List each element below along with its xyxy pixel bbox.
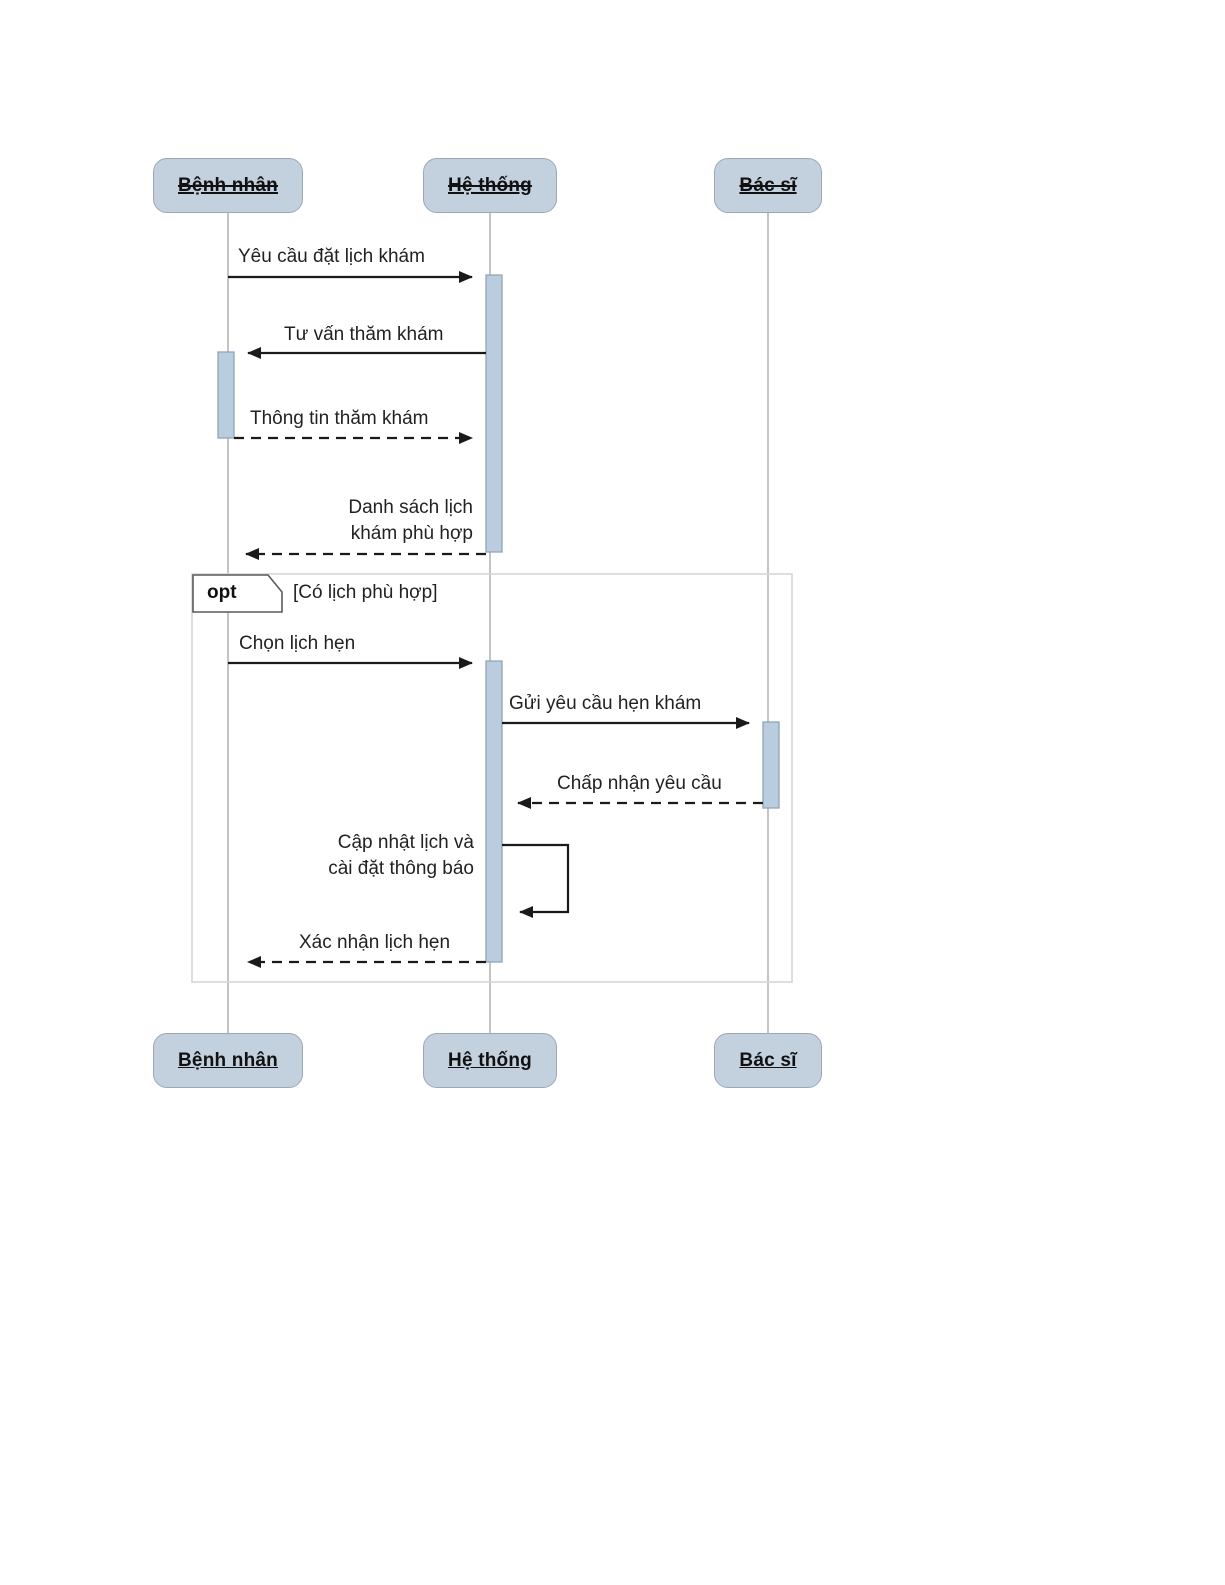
message-label-8-line1: Cập nhật lịch và [337, 832, 474, 853]
opt-fragment-operator: opt [207, 582, 237, 603]
message-label-4: Danh sách lịch khám phù hợp [300, 495, 473, 547]
lifeline-head-patient[interactable]: Bệnh nhân [153, 158, 303, 213]
message-arrow-8-self [502, 843, 570, 918]
activation-bars [217, 274, 780, 963]
lifeline-foot-patient[interactable]: Bệnh nhân [153, 1033, 303, 1088]
lifeline-foot-system[interactable]: Hệ thống [423, 1033, 557, 1088]
lifeline-foot-system-label: Hệ thống [448, 1049, 532, 1071]
message-label-2: Tư vấn thăm khám [284, 324, 444, 345]
opt-fragment-guard: [Có lịch phù hợp] [293, 582, 438, 603]
activation-system-1 [485, 274, 503, 553]
message-label-3: Thông tin thăm khám [250, 408, 429, 429]
activation-doctor-1 [762, 721, 780, 809]
message-label-6: Gửi yêu cầu hẹn khám [509, 693, 702, 714]
message-label-8-line2: cài đặt thông báo [328, 858, 474, 879]
message-label-4-line2: khám phù hợp [350, 523, 473, 544]
lifeline-foot-doctor-label: Bác sĩ [739, 1049, 797, 1071]
lifeline-head-doctor[interactable]: Bác sĩ [714, 158, 822, 213]
message-label-5: Chọn lịch hẹn [239, 633, 356, 654]
message-label-1: Yêu cầu đặt lịch khám [238, 246, 425, 267]
message-label-9: Xác nhận lịch hẹn [299, 932, 451, 953]
message-label-4-line1: Danh sách lịch [348, 497, 473, 518]
message-label-8: Cập nhật lịch và cài đặt thông báo [298, 830, 474, 882]
message-label-7: Chấp nhận yêu cầu [557, 773, 722, 794]
activation-system-2 [485, 660, 503, 963]
lifeline-head-patient-label: Bệnh nhân [178, 174, 278, 196]
opt-fragment-frame [191, 573, 793, 983]
lifeline-foot-doctor[interactable]: Bác sĩ [714, 1033, 822, 1088]
activation-patient-1 [217, 351, 235, 439]
lifeline-head-system[interactable]: Hệ thống [423, 158, 557, 213]
lifeline-foot-patient-label: Bệnh nhân [178, 1049, 278, 1071]
lifeline-head-doctor-label: Bác sĩ [739, 174, 797, 196]
lifeline-head-system-label: Hệ thống [448, 174, 532, 196]
